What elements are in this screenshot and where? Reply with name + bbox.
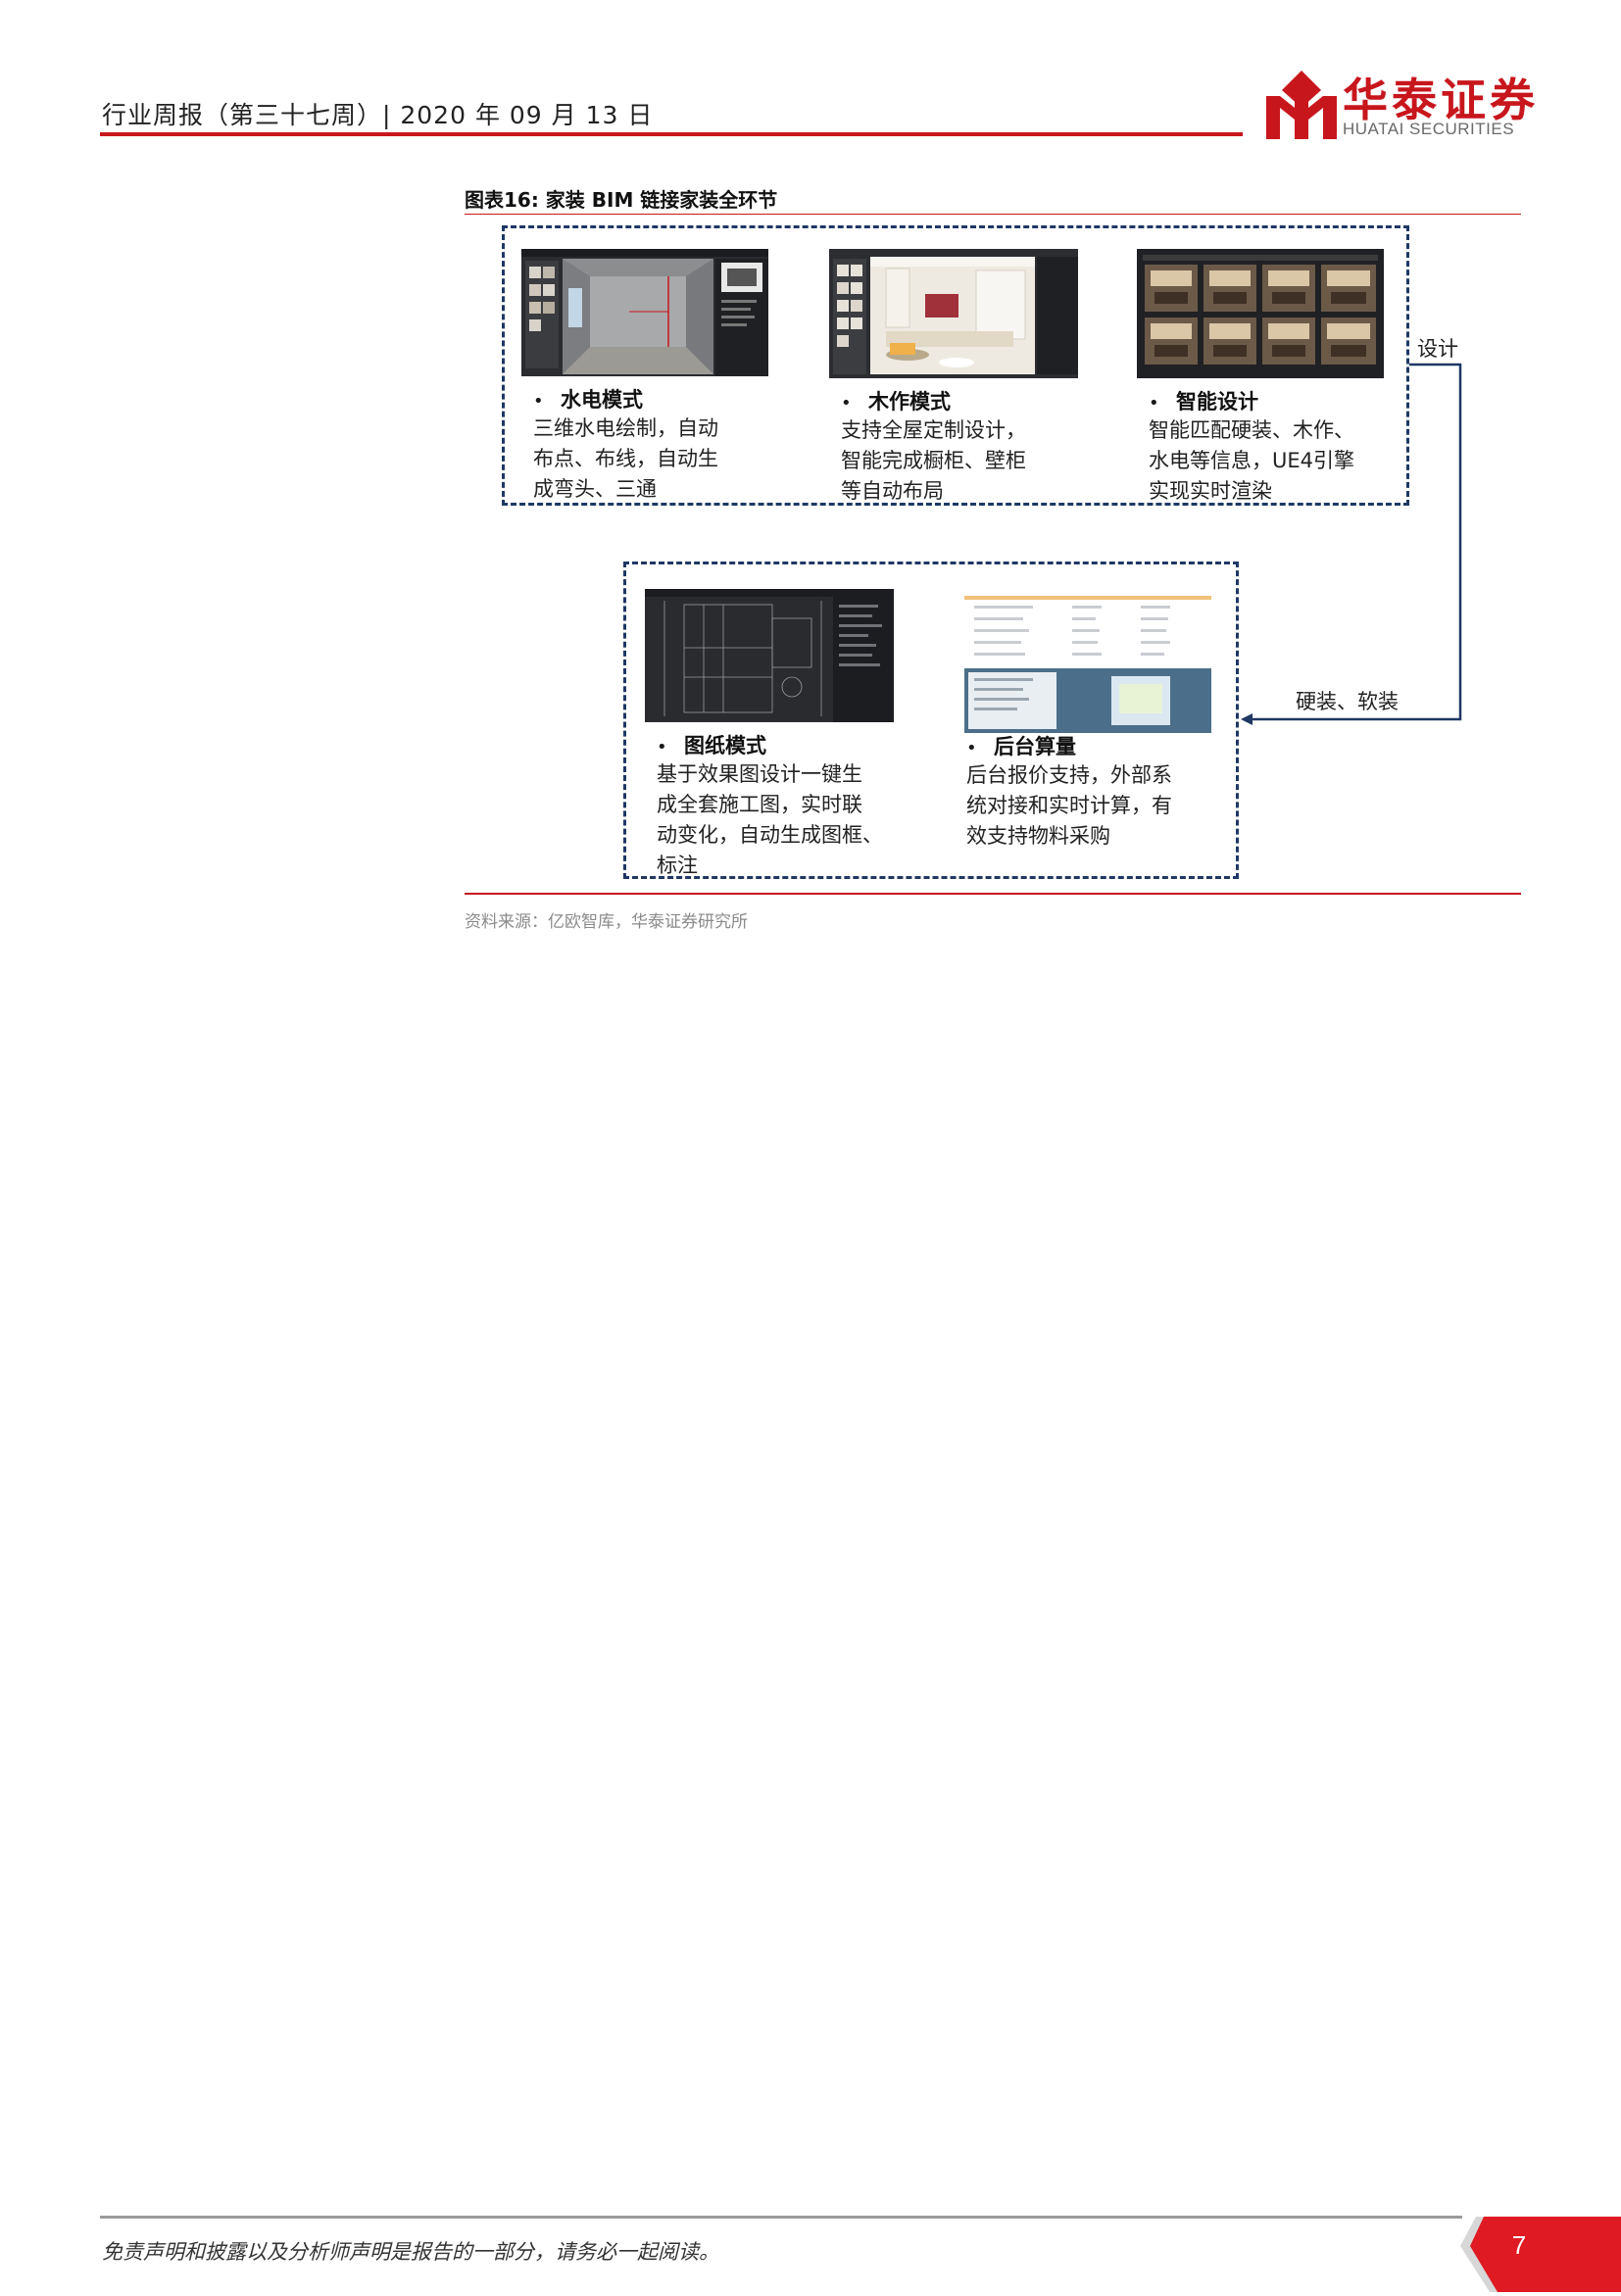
step-desc-line: 成弯头、三通 bbox=[533, 477, 657, 501]
step-plumbing-mode: • 水电模式 三维水电绘制，自动 布点、布线，自动生 成弯头、三通 bbox=[533, 384, 768, 505]
page-number-tab bbox=[1450, 2217, 1621, 2292]
bullet-icon: • bbox=[841, 393, 852, 414]
step-backend-costing: • 后台算量 后台报价支持，外部系 统对接和实时计算，有 效支持物料采购 bbox=[966, 731, 1221, 852]
step-title: • 木作模式 bbox=[841, 386, 1076, 415]
connector-label-decoration: 硬装、软装 bbox=[1296, 690, 1399, 713]
step-title: • 智能设计 bbox=[1149, 386, 1403, 415]
drawing-mode-screenshot bbox=[645, 589, 894, 722]
step-title-text: 水电模式 bbox=[561, 388, 643, 412]
backend-costing-screenshot bbox=[964, 596, 1211, 733]
step-title: • 水电模式 bbox=[533, 384, 768, 414]
step-desc-line: 动变化，自动生成图框、 bbox=[657, 823, 883, 847]
step-woodwork-mode: • 木作模式 支持全屋定制设计， 智能完成橱柜、壁柜 等自动布局 bbox=[841, 386, 1076, 507]
step-desc-line: 标注 bbox=[657, 854, 698, 877]
woodwork-mode-screenshot bbox=[829, 249, 1078, 378]
flow-connector bbox=[1239, 353, 1474, 725]
step-title: • 后台算量 bbox=[966, 731, 1221, 760]
page-tab-shape-icon bbox=[1460, 2217, 1621, 2292]
footer-disclaimer: 免责声明和披露以及分析师声明是报告的一部分，请务必一起阅读。 bbox=[102, 2240, 719, 2264]
logo-english-name: HUATAI SECURITIES bbox=[1343, 120, 1515, 138]
step-title-text: 智能设计 bbox=[1176, 390, 1258, 414]
step-desc-line: 统对接和实时计算，有 bbox=[966, 794, 1172, 817]
bullet-icon: • bbox=[966, 738, 977, 758]
figure-caption: 图表16: 家装 BIM 链接家装全环节 bbox=[465, 188, 778, 212]
output-stage-box bbox=[623, 562, 1239, 879]
step-desc-line: 基于效果图设计一键生 bbox=[657, 762, 862, 786]
step-title-text: 图纸模式 bbox=[684, 734, 766, 757]
step-desc-line: 三维水电绘制，自动 bbox=[533, 416, 718, 440]
report-header-title: 行业周报（第三十七周）| 2020 年 09 月 13 日 bbox=[102, 101, 654, 129]
step-desc-line: 智能完成橱柜、壁柜 bbox=[841, 449, 1026, 472]
step-desc-line: 水电等信息，UE4引擎 bbox=[1149, 449, 1354, 472]
source-rule bbox=[465, 893, 1521, 895]
step-desc-line: 支持全屋定制设计， bbox=[841, 418, 1026, 442]
huatai-logo bbox=[1264, 69, 1339, 141]
huatai-logo-mark-icon bbox=[1266, 71, 1337, 139]
step-drawing-mode: •图纸模式 基于效果图设计一键生 成全套施工图，实时联 动变化，自动生成图框、 … bbox=[657, 730, 921, 881]
connector-label-design: 设计 bbox=[1417, 337, 1458, 361]
bullet-icon: • bbox=[657, 737, 667, 757]
step-desc-line: 实现实时渲染 bbox=[1149, 479, 1272, 503]
step-smart-design: • 智能设计 智能匹配硬装、木作、 水电等信息，UE4引擎 实现实时渲染 bbox=[1149, 386, 1403, 507]
caption-rule bbox=[465, 214, 1521, 215]
step-title: • 图纸模式 bbox=[657, 730, 921, 759]
step-desc-line: 后台报价支持，外部系 bbox=[966, 763, 1172, 787]
step-title-text: 后台算量 bbox=[994, 735, 1076, 758]
figure-source: 资料来源：亿欧智库，华泰证券研究所 bbox=[465, 912, 748, 932]
page-number: 7 bbox=[1511, 2230, 1527, 2260]
plumbing-mode-screenshot bbox=[521, 249, 768, 376]
bullet-icon: • bbox=[533, 391, 544, 412]
step-desc-line: 智能匹配硬装、木作、 bbox=[1149, 418, 1354, 442]
logo-chinese-name: 华泰证券 bbox=[1343, 73, 1539, 126]
header-rule bbox=[100, 132, 1243, 136]
step-title-text: 木作模式 bbox=[868, 390, 951, 414]
footer-rule bbox=[100, 2216, 1462, 2219]
bullet-icon: • bbox=[1149, 393, 1159, 414]
smart-design-screenshot bbox=[1137, 249, 1384, 378]
step-desc-line: 成全套施工图，实时联 bbox=[657, 793, 862, 816]
step-desc-line: 布点、布线，自动生 bbox=[533, 447, 718, 470]
connector-arrow-icon bbox=[1241, 363, 1462, 725]
step-desc-line: 效支持物料采购 bbox=[966, 824, 1110, 848]
design-stage-box bbox=[502, 225, 1409, 506]
step-desc-line: 等自动布局 bbox=[841, 479, 944, 503]
